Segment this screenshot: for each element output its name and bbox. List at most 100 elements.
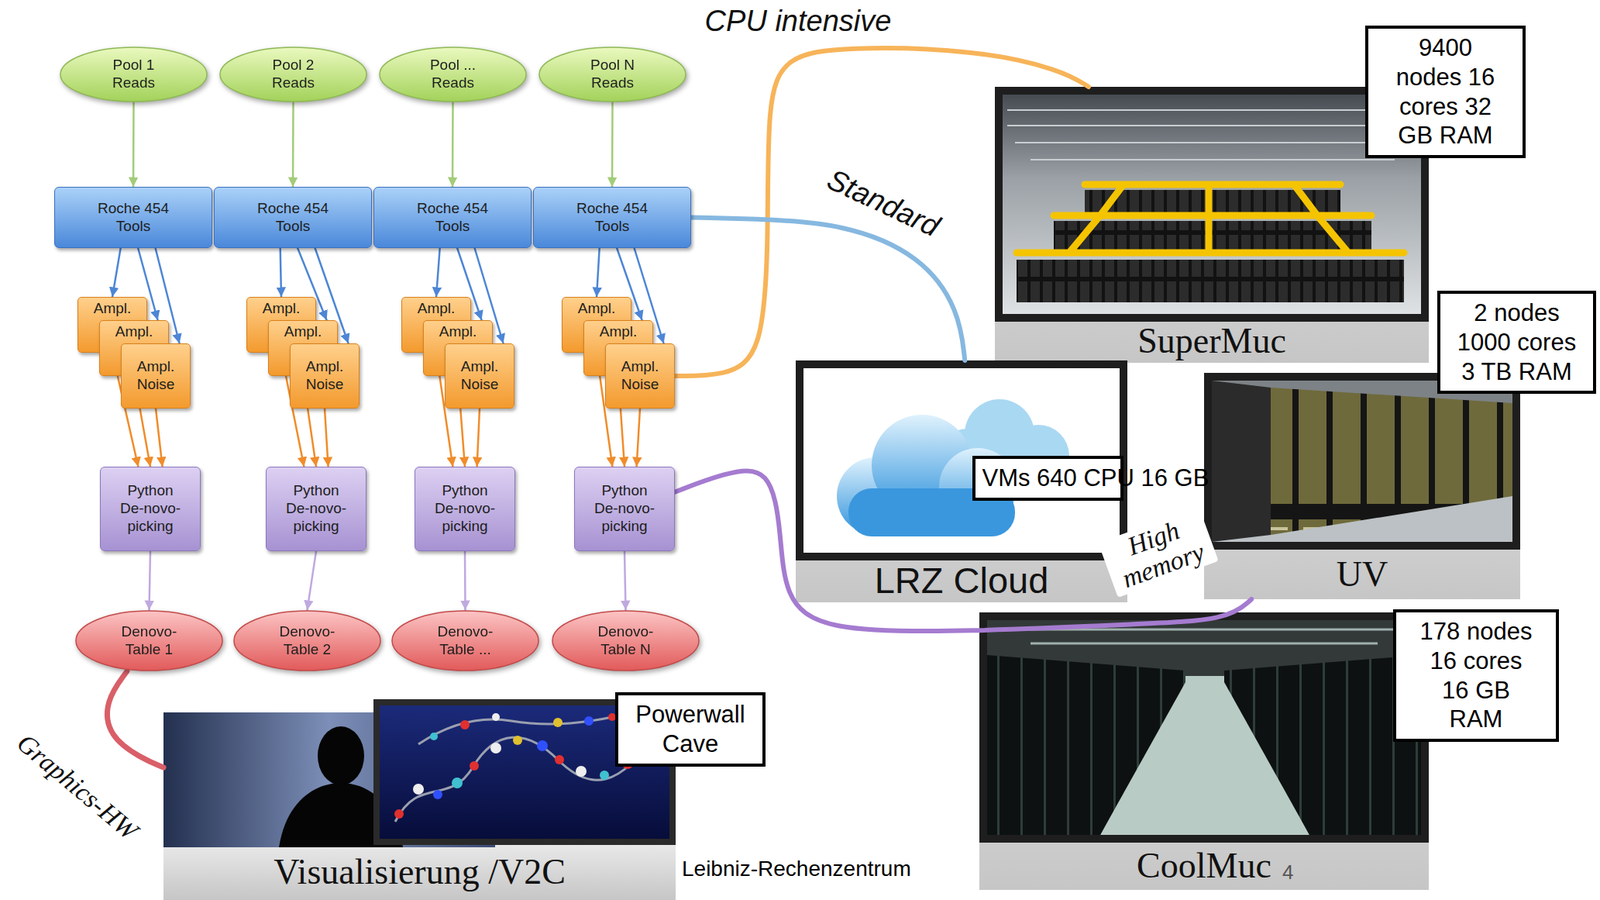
node-text: 9400 nodes 16 cores 32 GB RAM — [1387, 33, 1504, 151]
resource-panel: CoolMuc — [979, 612, 1429, 890]
node-text: Pool ... Reads — [418, 56, 489, 93]
flow-arrow — [112, 247, 121, 297]
ellipse-shape — [392, 610, 539, 671]
ampl-noise-box: Ampl. Noise — [605, 343, 675, 409]
node-text: Ampl. — [262, 299, 301, 318]
resource-link — [674, 48, 1089, 376]
node-text: VMs 640 CPU 16 GB — [982, 463, 1115, 493]
resource-panel: LRZ Cloud VMs 640 CPU 16 GB — [795, 360, 1128, 603]
ampl-noise-box: Ampl. Noise — [120, 343, 191, 409]
atom — [575, 765, 587, 777]
reads-pool-ellipse: Pool ... Reads — [378, 46, 527, 103]
ceiling-lights — [1007, 629, 1401, 644]
atom — [460, 719, 470, 730]
node-text: Python De-novo- picking — [282, 481, 351, 535]
flow-arrow — [132, 102, 135, 187]
node-text: SuperMuc — [1137, 321, 1287, 362]
node-text: Ampl. Noise — [128, 357, 183, 394]
script-box: Python De-novo- picking — [574, 466, 675, 551]
flow-arrow — [596, 247, 600, 297]
panel-base — [979, 612, 1429, 890]
node-text: Pool 1 Reads — [99, 56, 169, 93]
person-silhouette — [317, 726, 365, 785]
node-text: Denovo- Table N — [590, 622, 662, 659]
rack-row — [1270, 387, 1513, 535]
atom — [536, 739, 548, 751]
spec-box: VMs 640 CPU 16 GB — [972, 455, 1124, 501]
spec-box: Powerwall Cave — [615, 691, 766, 767]
tool-box: Roche 454 Tools — [213, 186, 372, 248]
node-text: Python De-novo- picking — [590, 481, 659, 535]
panel-base — [994, 86, 1429, 363]
spec-box: 178 nodes 16 cores 16 GB RAM — [1393, 609, 1559, 742]
tool-box: Roche 454 Tools — [54, 186, 213, 248]
table-ellipse: Denovo- Table N — [551, 609, 700, 671]
node-text: Roche 454 Tools — [569, 199, 655, 236]
node-text: Roche 454 Tools — [250, 199, 336, 236]
yellow-cable-trays — [1016, 184, 1404, 253]
panel-base — [1204, 372, 1521, 599]
node-text: Powerwall Cave — [626, 699, 755, 759]
node-text: Denovo- Table 1 — [113, 622, 186, 659]
node-text: Ampl. — [439, 323, 478, 341]
atom — [492, 712, 500, 721]
institution-name: Leibniz-Rechenzentrum — [681, 856, 912, 881]
node-text: Ampl. — [284, 323, 323, 341]
atom — [469, 760, 479, 771]
node-text: Pool N Reads — [578, 56, 648, 93]
script-box: Python De-novo- picking — [265, 466, 367, 551]
photo-frame — [994, 86, 1429, 322]
node-text: CoolMuc — [1136, 846, 1272, 886]
table-ellipse: Denovo- Table ... — [391, 609, 540, 671]
ellipse-shape — [233, 610, 381, 671]
atom — [554, 754, 565, 764]
ellipse-shape — [75, 610, 223, 671]
photo-frame — [979, 612, 1429, 843]
panel-base — [795, 360, 1128, 603]
node-text: Python De-novo- picking — [116, 481, 185, 535]
flow-arrow — [155, 408, 163, 467]
ellipse-shape — [60, 47, 207, 102]
atom — [433, 789, 443, 799]
panel-base — [163, 844, 676, 900]
node-text: 178 nodes 16 cores 16 GB RAM — [1417, 616, 1535, 734]
node-text: Ampl. — [578, 299, 616, 318]
atom — [394, 808, 404, 819]
resource-panel: Visualisierung /V2C — [163, 698, 676, 900]
node-text: Ampl. Noise — [452, 357, 507, 394]
flow-arrow — [636, 408, 640, 467]
reads-pool-ellipse: Pool 1 Reads — [59, 46, 208, 103]
rack-row — [1224, 654, 1422, 835]
node-text: Ampl. Noise — [297, 357, 352, 394]
room-ceiling — [987, 619, 1422, 835]
atom — [599, 770, 610, 780]
flow-arrow — [464, 550, 467, 610]
node-text: Denovo- Table ... — [430, 622, 502, 659]
atom — [490, 742, 502, 754]
node-text: Ampl. — [417, 299, 456, 318]
node-text: LRZ Cloud — [874, 560, 1050, 601]
rack-row — [987, 654, 1186, 835]
node-text: Ampl. Noise — [612, 357, 668, 394]
photo-frame — [795, 360, 1128, 561]
node-text: Denovo- Table 2 — [271, 622, 344, 659]
node-text: UV — [1336, 554, 1388, 595]
tool-box: Roche 454 Tools — [373, 186, 532, 248]
script-box: Python De-novo- picking — [99, 466, 201, 551]
spec-box: 2 nodes 1000 cores 3 TB RAM — [1437, 290, 1597, 394]
resource-link — [674, 470, 1252, 631]
page-number: 4 — [1282, 860, 1294, 885]
atom — [553, 717, 563, 727]
flow-arrow — [477, 408, 480, 467]
resource-panel: SuperMuc — [994, 86, 1429, 363]
flow-arrow — [280, 247, 282, 297]
flow-arrow — [149, 550, 152, 610]
hall-background — [1002, 94, 1422, 314]
node-text: Ampl. — [599, 323, 638, 341]
supermuc-photo — [994, 86, 1429, 363]
node-text: Pool 2 Reads — [258, 56, 329, 93]
flow-arrow — [451, 102, 455, 187]
